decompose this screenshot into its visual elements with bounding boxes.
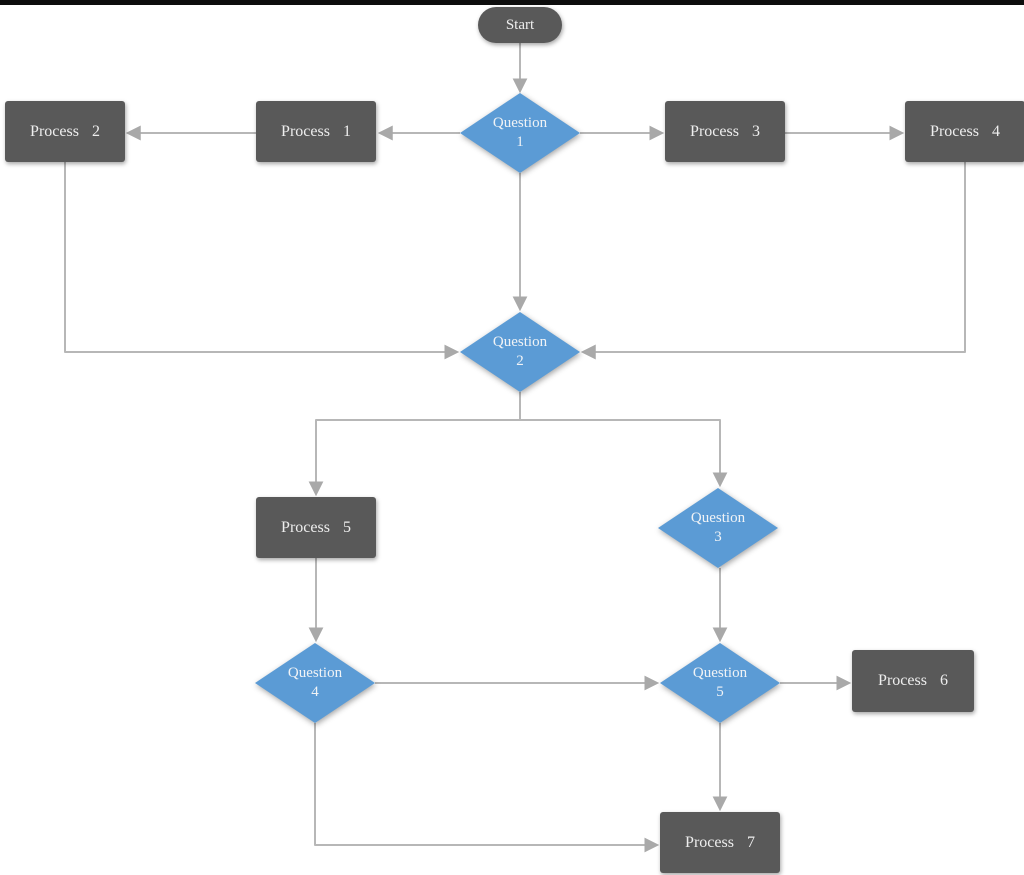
node-process-4[interactable]: Process 4 bbox=[905, 101, 1024, 162]
node-process-7[interactable]: Process 7 bbox=[660, 812, 780, 873]
node-label: Process bbox=[690, 122, 739, 140]
node-process-6[interactable]: Process 6 bbox=[852, 650, 974, 712]
node-label: Process bbox=[930, 122, 979, 140]
node-number: 4 bbox=[311, 684, 319, 700]
node-number: 1 bbox=[516, 134, 524, 150]
node-label: Question bbox=[492, 334, 548, 350]
node-number: 2 bbox=[91, 122, 100, 140]
edge-q2-p5 bbox=[308, 392, 521, 497]
node-process-1[interactable]: Process 1 bbox=[256, 101, 376, 162]
node-question-2[interactable]: Question 2 bbox=[460, 312, 580, 392]
node-number: 3 bbox=[714, 529, 722, 545]
node-label: Question bbox=[492, 115, 548, 131]
edge-p4-q2 bbox=[580, 162, 966, 360]
node-number: 2 bbox=[516, 353, 524, 369]
node-label: Process bbox=[878, 672, 927, 689]
node-number: 7 bbox=[746, 833, 755, 851]
node-question-3[interactable]: Question 3 bbox=[658, 488, 778, 568]
node-number: 3 bbox=[751, 122, 760, 140]
top-border-bar bbox=[0, 0, 1024, 5]
edge-q4-p7 bbox=[314, 723, 660, 853]
node-question-1[interactable]: Question 1 bbox=[460, 93, 580, 173]
node-label: Process bbox=[281, 122, 330, 140]
node-number: 5 bbox=[342, 518, 351, 536]
node-number: 6 bbox=[939, 672, 948, 689]
node-label: Question bbox=[287, 665, 343, 681]
node-process-2[interactable]: Process 2 bbox=[5, 101, 125, 162]
node-label: Question bbox=[690, 510, 746, 526]
node-label: Start bbox=[505, 16, 535, 33]
node-start[interactable]: Start bbox=[478, 7, 562, 43]
node-label: Process bbox=[685, 833, 734, 851]
node-label: Process bbox=[281, 518, 330, 536]
node-process-5[interactable]: Process 5 bbox=[256, 497, 376, 558]
node-label: Process bbox=[30, 122, 79, 140]
node-process-3[interactable]: Process 3 bbox=[665, 101, 785, 162]
node-question-5[interactable]: Question 5 bbox=[660, 643, 780, 723]
node-label: Question bbox=[692, 665, 748, 681]
node-number: 4 bbox=[991, 122, 1000, 140]
node-number: 1 bbox=[342, 122, 351, 140]
node-number: 5 bbox=[716, 684, 724, 700]
edge-p2-q2 bbox=[64, 162, 460, 360]
node-question-4[interactable]: Question 4 bbox=[255, 643, 375, 723]
edge-q2-q3 bbox=[520, 419, 728, 488]
